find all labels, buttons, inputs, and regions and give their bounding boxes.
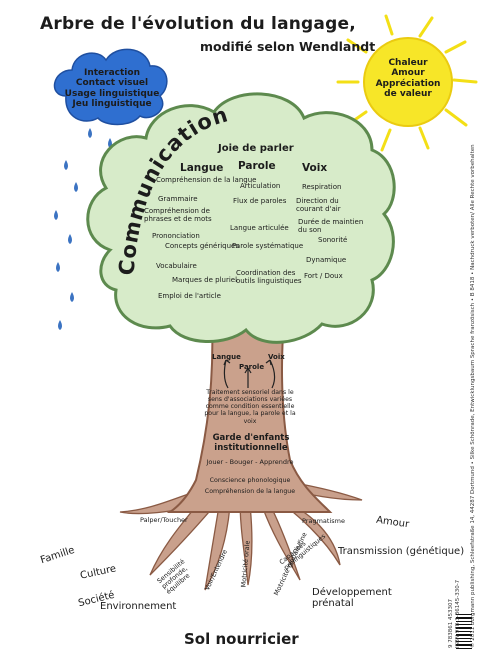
root-pragmatisme: Pragmatisme: [302, 517, 345, 525]
trunk: [166, 319, 333, 513]
rain: [54, 128, 112, 330]
trunk-langue: Langue: [212, 353, 241, 361]
sun-line: de valeur: [384, 89, 432, 100]
crown-item: Articulation: [240, 182, 281, 190]
roots: [119, 481, 363, 591]
cloud-line: Jeu linguistique: [72, 99, 152, 110]
crown-item: Durée de maintien du son: [298, 218, 364, 234]
page-subtitle: modifié selon Wendlandt: [200, 39, 376, 54]
sun-line: Chaleur: [388, 58, 428, 68]
crown-item: Compréhension de la langue: [156, 176, 257, 184]
root-palper: Palper/Toucher: [140, 516, 188, 524]
side-copyright: © 2011 borgmann publishing, Schleefstraß…: [470, 144, 476, 648]
crown-item: Direction du courant d'air: [296, 197, 341, 213]
sun: [336, 14, 478, 152]
ground-transmission: Transmission (génétique): [338, 546, 465, 557]
trunk-garde: Garde d'enfants institutionnelle: [212, 433, 290, 454]
crown-item: Vocabulaire: [156, 262, 197, 270]
trunk-conscience: Conscience phonologique: [209, 477, 291, 484]
crown-item: Prononciation: [152, 232, 200, 240]
crown-item: Fort / Doux: [304, 272, 343, 280]
cloud: [53, 48, 168, 126]
cloud-line: Usage linguistique: [64, 88, 160, 99]
side-isbn: ISBN 978-3-86145-330-7: [455, 579, 461, 648]
ground-sol: Sol nourricier: [184, 630, 299, 648]
crown-langue: Langue: [180, 162, 224, 174]
crown-item: Flux de paroles: [233, 197, 287, 205]
page-title: Arbre de l'évolution du langage,: [40, 14, 356, 34]
side-barcode-number: 9 783861 453307: [448, 599, 454, 648]
crown-voix: Voix: [302, 162, 328, 174]
crown-item: Concepts génériques: [165, 242, 239, 250]
crown-item: Compréhension de phrases et de mots: [144, 207, 212, 223]
trunk-comprehension: Compréhension de la langue: [204, 488, 296, 495]
trunk-jouer: Jouer - Bouger - Apprendre: [206, 458, 294, 466]
crown-item: Sonorité: [318, 236, 348, 244]
sun-label: Chaleur Amour Appréciation de valeur: [368, 58, 448, 99]
trunk-traitement: Traitement sensoriel dans le sens d'asso…: [204, 389, 296, 425]
sun-line: Amour: [391, 68, 425, 79]
trunk-arrows: [223, 359, 276, 389]
crown-item: Respiration: [302, 183, 342, 191]
ground-developpement: Développement prénatal: [312, 587, 392, 609]
crown-item: Langue articulée: [230, 224, 289, 232]
trunk-parole: Parole: [239, 363, 265, 371]
cloud-line: Interaction: [84, 68, 140, 78]
tree-crown: [86, 92, 396, 344]
trunk-voix: Voix: [268, 353, 285, 361]
crown-item: Emploi de l'article: [158, 292, 221, 300]
crown-item: Marques de pluriel: [172, 276, 238, 284]
crown-joie: Joie de parler: [218, 143, 294, 154]
cloud-line: Contact visuel: [75, 78, 149, 89]
ground-environnement: Environnement: [100, 601, 177, 612]
crown-parole: Parole: [238, 160, 276, 172]
crown-item: Coordination des outils linguistiques: [236, 269, 302, 285]
crown-item: Grammaire: [158, 195, 198, 203]
barcode: [456, 614, 472, 649]
sun-line: Appréciation: [375, 78, 441, 89]
crown-item: Dynamique: [306, 256, 347, 264]
crown-item: Parole systématique: [232, 242, 304, 250]
cloud-label: Interaction Contact visuel Usage linguis…: [62, 68, 162, 109]
